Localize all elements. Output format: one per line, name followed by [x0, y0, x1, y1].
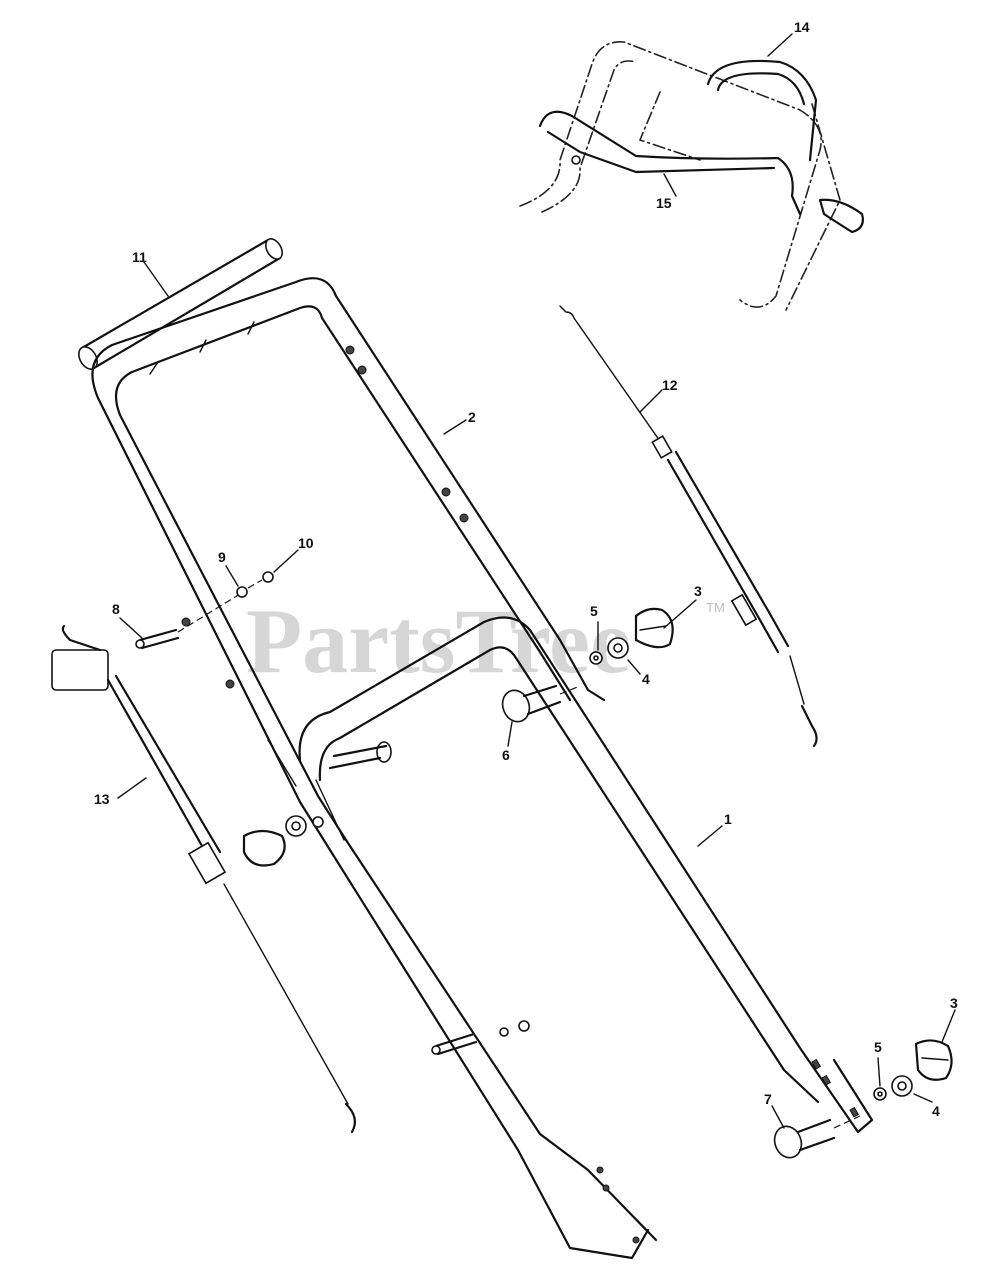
callout-1: 1	[724, 811, 732, 827]
callout-7: 7	[764, 1091, 772, 1107]
callout-10: 10	[298, 535, 314, 551]
callout-8: 8	[112, 601, 120, 617]
inset-bail-assembly[interactable]	[519, 41, 864, 311]
watermark-trademark: TM	[706, 600, 725, 615]
carriage-bolt-lower-part[interactable]	[770, 1115, 861, 1161]
callout-15: 15	[656, 195, 672, 211]
drive-cable-part[interactable]	[559, 305, 818, 748]
callout-labels: 1 2 3 3 4 4 5 5 6 7 8 9 10 11 12 13 14 1…	[94, 19, 958, 1119]
callout-6: 6	[502, 747, 510, 763]
leader-lines	[117, 33, 956, 1129]
watermark: PartsTree TM	[246, 590, 725, 692]
callout-3-upper: 3	[694, 583, 702, 599]
callout-2: 2	[468, 409, 476, 425]
callout-3-lower: 3	[950, 995, 958, 1011]
callout-9: 9	[218, 549, 226, 565]
callout-5-upper: 5	[590, 603, 598, 619]
bolt-washer-nut-lower[interactable]	[431, 1020, 530, 1056]
knob-assembly-upper[interactable]	[589, 607, 674, 665]
callout-4-upper: 4	[642, 671, 650, 687]
grip-tube-part[interactable]	[75, 236, 285, 372]
watermark-text: PartsTree	[246, 590, 631, 692]
carriage-bolt-left-part[interactable]	[328, 741, 392, 770]
callout-5-lower: 5	[874, 1039, 882, 1055]
callout-4-lower: 4	[932, 1103, 940, 1119]
knob-assembly-lower[interactable]	[873, 1039, 953, 1101]
lower-handle-part[interactable]	[267, 616, 874, 1134]
upper-handle-part[interactable]	[91, 277, 658, 1260]
control-cable-part[interactable]	[51, 624, 357, 1134]
knob-assembly-left[interactable]	[242, 815, 324, 867]
carriage-bolt-part[interactable]	[498, 684, 581, 725]
callout-12: 12	[662, 377, 678, 393]
callout-13: 13	[94, 791, 110, 807]
callout-14: 14	[794, 19, 810, 35]
bolt-washer-nut-left[interactable]	[135, 571, 274, 650]
callout-11: 11	[132, 249, 147, 265]
